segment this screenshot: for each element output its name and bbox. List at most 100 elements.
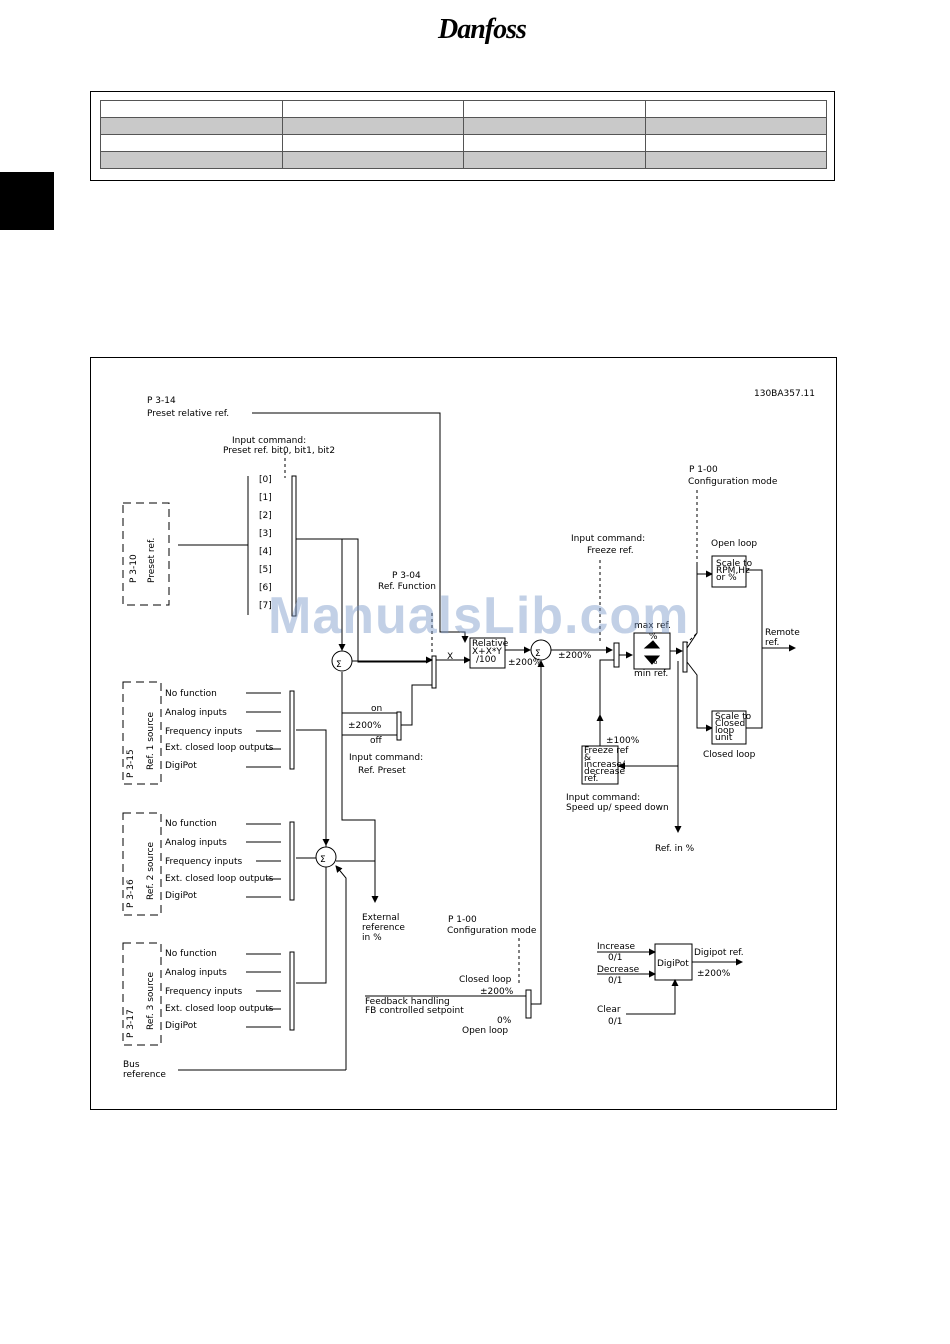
source-option: Analog inputs <box>165 968 227 978</box>
source-option: Frequency inputs <box>165 727 243 737</box>
max-pct: % <box>649 632 658 642</box>
p100-bottom-desc: Configuration mode <box>447 926 537 936</box>
drawing-number: 130BA357.11 <box>754 389 815 399</box>
p100-bottom-param: P 1-00 <box>448 915 477 925</box>
preset-index: [0] <box>259 475 272 485</box>
scale-closed-line: unit <box>715 733 733 743</box>
preset-index: [7] <box>259 601 272 611</box>
digipot-clear: Clear <box>597 1005 621 1015</box>
parameter-table-frame <box>90 91 835 181</box>
digipot-increase-val: 0/1 <box>608 953 622 963</box>
external-ref-label: External <box>362 913 399 923</box>
p310-param: P 3-10 <box>129 554 139 583</box>
table-row <box>100 151 827 169</box>
scale-closed-line: Closed <box>715 719 745 729</box>
preset-index: [2] <box>259 511 272 521</box>
speed-cmd: Input command: <box>566 793 640 803</box>
reference-handling-diagram-frame <box>90 357 837 1110</box>
source-param: P 3-15 <box>126 749 136 778</box>
closed-loop-label: Closed loop <box>703 750 756 760</box>
range-label: ±200% <box>558 651 592 661</box>
feedback-handling-label: Feedback handling <box>365 997 450 1007</box>
source-param: P 3-16 <box>126 879 136 908</box>
preset-index: [6] <box>259 583 272 593</box>
source-option: Analog inputs <box>165 708 227 718</box>
sum-junction-1: Σ <box>336 660 342 670</box>
max-ref-label: max ref. <box>634 621 671 631</box>
ref-in-pct-label: Ref. in % <box>655 844 695 854</box>
source-desc: Ref. 2 source <box>146 841 156 900</box>
scale-open-line: RPM,Hz <box>716 566 750 576</box>
zero-pct-label: 0% <box>497 1016 512 1026</box>
preset-index: [3] <box>259 529 272 539</box>
on-label: on <box>371 704 382 714</box>
preset-bits-label: Preset ref. bit0, bit1, bit2 <box>223 446 335 456</box>
scale-open-line: Scale to <box>716 559 753 569</box>
p314-param: P 3-14 <box>147 396 176 406</box>
digipot-range-label: ±200% <box>697 969 731 979</box>
open-loop-b-label: Open loop <box>462 1026 508 1036</box>
range-label: ±200% <box>480 987 514 997</box>
off-label: off <box>370 736 383 746</box>
table-row <box>100 117 827 135</box>
digipot-out-label: Digipot ref. <box>694 948 744 958</box>
source-option: DigiPot <box>165 891 197 901</box>
digipot-box-label: DigiPot <box>657 959 689 969</box>
relative-box-line: /100 <box>476 655 496 665</box>
p304-desc: Ref. Function <box>378 582 436 592</box>
preset-index-list: [0] [1] [2] [3] [4] [5] [6] [7] <box>259 475 272 611</box>
watermark: ManualsLib.com <box>268 587 690 645</box>
scale-open-line: or % <box>716 573 737 583</box>
source-option: No function <box>165 689 217 699</box>
source-desc: Ref. 1 source <box>146 711 156 770</box>
speed-label: Speed up/ speed down <box>566 803 669 813</box>
relative-box-line: X+X*Y <box>472 647 502 657</box>
preset-index: [5] <box>259 565 272 575</box>
source-desc: Ref. 3 source <box>146 971 156 1030</box>
source-option: Frequency inputs <box>165 857 243 867</box>
source-option: DigiPot <box>165 761 197 771</box>
freeze-label: Freeze ref. <box>587 546 634 556</box>
closed-loop-b-label: Closed loop <box>459 975 512 985</box>
p310-desc: Preset ref. <box>147 538 157 583</box>
freeze-cmd: Input command: <box>571 534 645 544</box>
source-option: Ext. closed loop outputs <box>165 874 274 884</box>
remote-ref-label: Remote <box>765 628 800 638</box>
min-ref-label: min ref. <box>634 669 668 679</box>
sum-junction-2: Σ <box>535 649 541 659</box>
scale-closed-line: Scale to <box>715 712 752 722</box>
freeze-box-line: increase/ <box>584 760 626 770</box>
sum-junction-3: Σ <box>320 855 326 865</box>
source-param: P 3-17 <box>126 1009 136 1038</box>
min-pct: % <box>649 657 658 667</box>
parameter-table <box>100 100 827 169</box>
section-tab-marker <box>0 172 54 230</box>
freeze-box-line: & <box>584 753 591 763</box>
relative-box-line: Relative <box>472 639 509 649</box>
scale-closed-line: loop <box>715 726 735 736</box>
source-option: Frequency inputs <box>165 987 243 997</box>
ref-preset-label: Ref. Preset <box>358 766 406 776</box>
open-loop-label: Open loop <box>711 539 757 549</box>
digipot-increase: Increase <box>597 942 636 952</box>
digipot-decrease-val: 0/1 <box>608 976 622 986</box>
ref-preset-cmd: Input command: <box>349 753 423 763</box>
bus-ref-label: reference <box>123 1070 166 1080</box>
preset-index: [4] <box>259 547 272 557</box>
source-option: Ext. closed loop outputs <box>165 743 274 753</box>
digipot-decrease: Decrease <box>597 965 640 975</box>
p304-param: P 3-04 <box>392 571 421 581</box>
bus-ref-label: Bus <box>123 1060 140 1070</box>
danfoss-logo: Danfoss <box>438 14 527 45</box>
p100-top-param: P 1-00 <box>689 465 718 475</box>
external-ref-label: in % <box>362 933 382 943</box>
source-option: Analog inputs <box>165 838 227 848</box>
preset-index: [1] <box>259 493 272 503</box>
source-option: No function <box>165 819 217 829</box>
external-ref-label: reference <box>362 923 405 933</box>
range-label: ±100% <box>606 736 640 746</box>
source-option: Ext. closed loop outputs <box>165 1004 274 1014</box>
digipot-clear-val: 0/1 <box>608 1017 622 1027</box>
p314-desc: Preset relative ref. <box>147 409 229 419</box>
